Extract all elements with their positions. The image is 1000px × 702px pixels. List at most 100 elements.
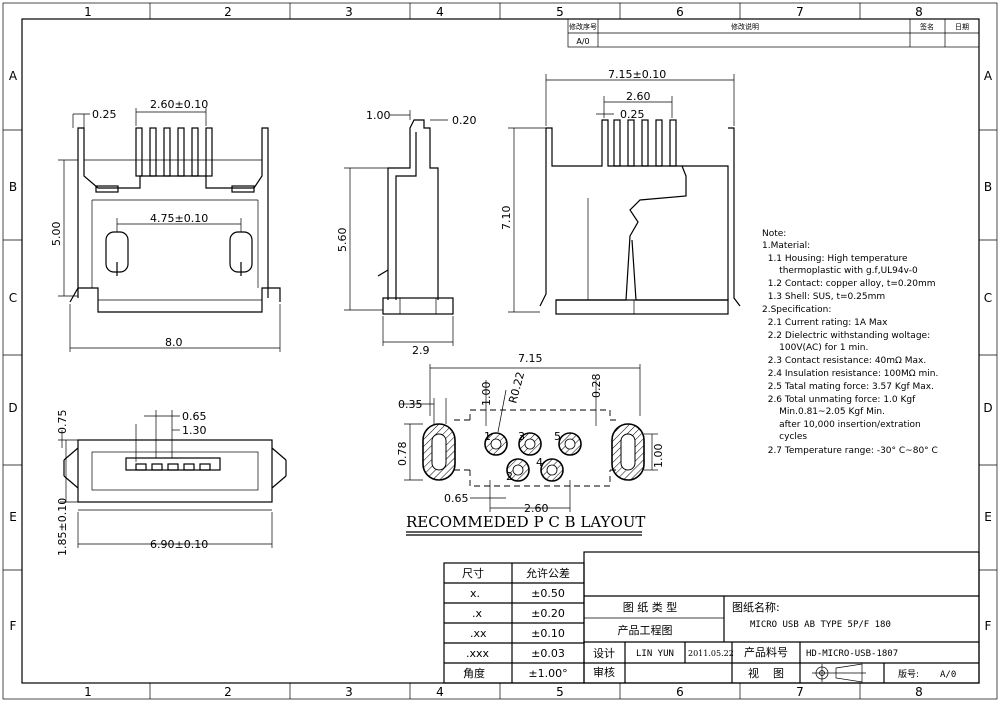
drawing-name-value: MICRO USB AB TYPE 5P/F 180 [750, 620, 891, 630]
grid-row-e-right: E [984, 510, 992, 524]
tol-value-2: ±0.10 [531, 627, 565, 640]
side-tab-label: 1.00 [366, 109, 391, 122]
grid-col-2-top: 2 [224, 5, 232, 19]
grid-col-5-top: 5 [556, 5, 564, 19]
grid-row-a-right: A [984, 69, 993, 83]
note-line-2: 1.1 Housing: High temperature [762, 254, 908, 264]
note-line-7: 2.1 Current rating: 1A Max [762, 318, 888, 328]
note-line-13: 2.6 Total unmating force: 1.0 Kgf [762, 395, 916, 405]
bottom-075-label: 0.75 [56, 410, 69, 435]
side-view: 1.00 0.20 5.60 2.9 [336, 109, 477, 357]
grid-row-f-right: F [985, 619, 992, 633]
note-line-1: 1.Material: [762, 241, 810, 251]
part-no-label: 产品料号 [744, 645, 788, 659]
pcb-100b-label: 1.00 [652, 444, 665, 469]
right-height-label: 7.10 [500, 206, 513, 231]
front-pitch-label: 2.60±0.10 [150, 98, 208, 111]
front-holes-label: 4.75±0.10 [150, 212, 208, 225]
bottom-view: 0.75 0.65 1.30 1.85±0.10 6.90±0.10 [56, 410, 287, 556]
grid-col-6-bottom: 6 [676, 685, 684, 699]
pcb-pin-1: 1 [484, 430, 491, 443]
revision-header-sign: 签名 [920, 22, 934, 31]
design-label: 设计 [593, 647, 615, 660]
note-line-16: cycles [762, 432, 807, 442]
grid-row-b-right: B [984, 180, 992, 194]
revision-block: 修改序号 修改说明 签名 日期 A/0 [567, 18, 980, 48]
right-width-label: 7.15±0.10 [608, 68, 666, 81]
side-depth-label: 2.9 [412, 344, 430, 357]
pcb-260-label: 2.60 [524, 502, 549, 515]
pcb-035-label: 0.35 [398, 398, 423, 411]
grid-col-5-bottom: 5 [556, 685, 564, 699]
grid-row-c-right: C [984, 291, 992, 305]
grid-col-3-top: 3 [345, 5, 353, 19]
grid-row-a-left: A [9, 69, 18, 83]
title-block: 图 纸 类 型 产品工程图 图纸名称: MICRO USB AB TYPE 5P… [583, 551, 980, 684]
tol-header-size: 尺寸 [462, 566, 484, 580]
grid-col-1-bottom: 1 [84, 685, 92, 699]
grid-col-3-bottom: 3 [345, 685, 353, 699]
front-width-label: 8.0 [165, 336, 183, 349]
projection-symbol-icon [812, 663, 866, 683]
pcb-065-label: 0.65 [444, 492, 469, 505]
front-height-label: 5.00 [50, 222, 63, 247]
notes-block: Note: 1.Material: 1.1 Housing: High temp… [762, 229, 938, 456]
front-pin-width-label: 0.25 [92, 108, 117, 121]
drawing-name-label: 图纸名称: [732, 600, 780, 614]
grid-row-e-left: E [9, 510, 17, 524]
bottom-130-label: 1.30 [182, 424, 207, 437]
pcb-pin-5: 5 [554, 430, 561, 443]
note-line-0: Note: [762, 229, 786, 239]
pcb-layout-title: RECOMMEDED P C B LAYOUT [406, 513, 645, 531]
grid-col-7-top: 7 [796, 5, 804, 19]
note-line-6: 2.Specification: [762, 305, 831, 315]
front-view: 0.25 2.60±0.10 5.00 4.75±0.10 8.0 [50, 98, 281, 352]
pcb-078-label: 0.78 [396, 442, 409, 467]
note-line-11: 2.4 Insulation resistance: 100MΩ min. [762, 369, 938, 379]
pcb-pin-2: 2 [506, 470, 513, 483]
pcb-pin-4: 4 [536, 456, 543, 469]
tol-size-1: .x [472, 607, 482, 620]
grid-col-4-bottom: 4 [436, 685, 444, 699]
note-line-5: 1.3 Shell: SUS, t=0.25mm [762, 292, 885, 302]
pcb-715-label: 7.15 [518, 352, 543, 365]
note-line-8: 2.2 Dielectric withstanding woltage: [762, 331, 930, 341]
note-line-4: 1.2 Contact: copper alloy, t=0.20mm [762, 279, 936, 289]
revision-row1-seq: A/0 [576, 37, 589, 46]
design-date: 2011.05.22 [688, 649, 734, 658]
grid-col-6-top: 6 [676, 5, 684, 19]
bottom-690-label: 6.90±0.10 [150, 538, 208, 551]
grid-col-7-bottom: 7 [796, 685, 804, 699]
view-label: 视 图 [748, 666, 784, 680]
tol-value-1: ±0.20 [531, 607, 565, 620]
pcb-r022-label: R0.22 [506, 370, 527, 404]
note-line-15: after 10,000 insertion/extration [762, 420, 921, 430]
pcb-100-label: 1.00 [480, 382, 493, 407]
right-pitch-label: 2.60 [626, 90, 651, 103]
designer-name: LIN YUN [636, 649, 674, 659]
note-line-9: 100V(AC) for 1 min. [762, 343, 868, 353]
version-value: A/0 [940, 670, 956, 680]
right-pin-width-label: 0.25 [620, 108, 645, 121]
tol-size-3: .xxx [466, 647, 490, 660]
side-thickness-label: 0.20 [452, 114, 477, 127]
tolerance-table: 尺寸 允许公差 x. ±0.50 .x ±0.20 .xx ±0.10 .xxx… [443, 562, 585, 684]
grid-col-2-bottom: 2 [224, 685, 232, 699]
pcb-layout: 1 2 3 4 5 7.15 R0.22 1.00 0.28 0.35 0.78… [396, 352, 665, 536]
note-line-3: thermoplastic with g.f,UL94v-0 [762, 266, 918, 276]
grid-row-d-left: D [8, 401, 17, 415]
tol-value-0: ±0.50 [531, 587, 565, 600]
grid-col-8-top: 8 [915, 5, 923, 19]
drawing-type-label: 图 纸 类 型 [623, 600, 678, 614]
note-line-17: 2.7 Temperature range: -30° C~80° C [762, 446, 938, 456]
grid-row-f-left: F [10, 619, 17, 633]
grid-zone-marks: 1 2 3 4 5 6 7 8 1 2 3 4 5 6 7 8 A B C D … [3, 3, 997, 699]
part-no-value: HD-MICRO-USB-1807 [806, 649, 898, 659]
tol-size-0: x. [470, 587, 480, 600]
bottom-185-label: 1.85±0.10 [56, 498, 69, 556]
pcb-pin-3: 3 [518, 430, 525, 443]
note-line-10: 2.3 Contact resistance: 40mΩ Max. [762, 356, 926, 366]
note-line-12: 2.5 Tatal mating force: 3.57 Kgf Max. [762, 382, 934, 392]
right-view: 7.15±0.10 2.60 0.25 7.10 [500, 68, 741, 315]
